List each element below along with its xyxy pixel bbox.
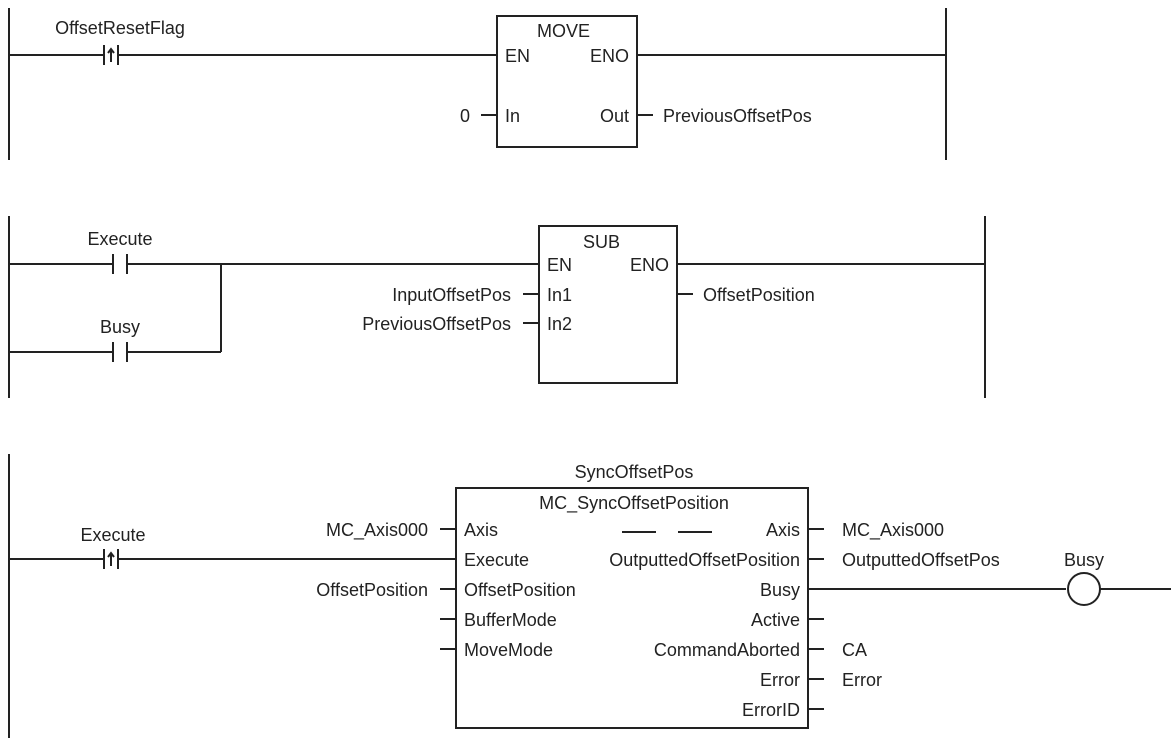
pin-move-mode: MoveMode	[464, 640, 553, 660]
input-variable-2: PreviousOffsetPos	[362, 314, 511, 334]
rung-3: Execute SyncOffsetPos MC_SyncOffsetPosit…	[8, 454, 1171, 738]
block-name: MOVE	[537, 21, 590, 41]
output-var-axis: MC_Axis000	[842, 520, 944, 541]
rising-edge-contact-icon[interactable]	[103, 45, 119, 65]
contact-label: Execute	[80, 525, 145, 545]
coil-icon[interactable]	[1067, 572, 1101, 606]
pin-en: EN	[505, 46, 530, 66]
pin-in1: In1	[547, 285, 572, 305]
pin-buffer-mode: BufferMode	[464, 610, 557, 630]
contact-label-busy: Busy	[100, 317, 140, 337]
input-var-axis: MC_Axis000	[326, 520, 428, 541]
pin-eno: ENO	[590, 46, 629, 66]
pin-in2: In2	[547, 314, 572, 334]
output-var-command-aborted: CA	[842, 640, 867, 660]
output-var-error: Error	[842, 670, 882, 690]
input-variable-1: InputOffsetPos	[392, 285, 511, 305]
pin-out: Out	[600, 106, 629, 126]
output-var-outputted-offset-pos: OutputtedOffsetPos	[842, 550, 1000, 570]
block-name: SUB	[583, 232, 620, 252]
input-var-offset-position: OffsetPosition	[316, 580, 428, 600]
pin-offset-position: OffsetPosition	[464, 580, 576, 600]
coil-label: Busy	[1064, 550, 1104, 570]
pin-axis-out: Axis	[766, 520, 800, 540]
pin-execute: Execute	[464, 550, 529, 570]
move-function-block[interactable]	[496, 15, 638, 148]
pin-eno: ENO	[630, 255, 669, 275]
rung-2: Execute Busy SUB EN ENO In1 In2 InputOff…	[8, 216, 986, 398]
sub-function-block[interactable]	[538, 225, 678, 384]
pin-axis-in: Axis	[464, 520, 498, 540]
sync-offset-position-block[interactable]	[455, 487, 809, 729]
pin-active: Active	[751, 610, 800, 630]
pin-command-aborted: CommandAborted	[654, 640, 800, 660]
contact-icon[interactable]	[112, 254, 128, 274]
pin-error: Error	[760, 670, 800, 690]
contact-label: OffsetResetFlag	[55, 18, 185, 38]
pin-en: EN	[547, 255, 572, 275]
pin-in: In	[505, 106, 520, 126]
contact-label-execute: Execute	[87, 229, 152, 249]
pin-error-id: ErrorID	[742, 700, 800, 720]
rising-edge-contact-icon[interactable]	[103, 549, 119, 569]
input-value: 0	[460, 106, 470, 126]
rung-1: OffsetResetFlag MOVE EN ENO In Out 0 Pre…	[8, 8, 947, 160]
fb-type-name: MC_SyncOffsetPosition	[539, 493, 729, 514]
pin-busy: Busy	[760, 580, 800, 600]
pin-outputted-offset-position: OutputtedOffsetPosition	[609, 550, 800, 570]
output-variable: OffsetPosition	[703, 285, 815, 305]
output-variable: PreviousOffsetPos	[663, 106, 812, 126]
instance-name: SyncOffsetPos	[575, 462, 694, 482]
contact-icon[interactable]	[112, 342, 128, 362]
